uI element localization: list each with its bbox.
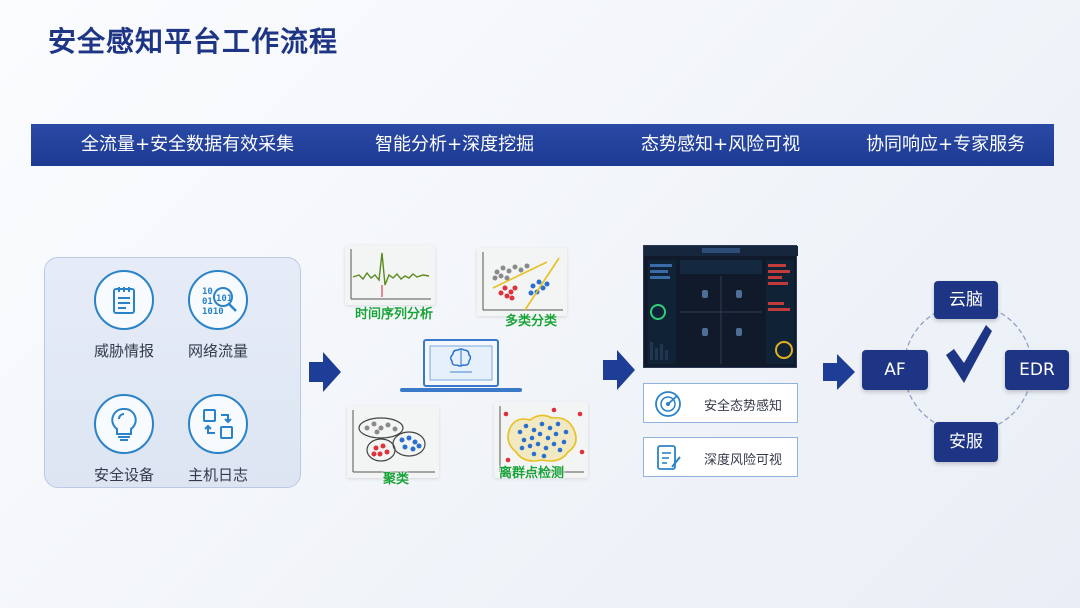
output-situation-awareness: 安全态势感知 [643, 383, 798, 423]
flow-arrow-3 [823, 354, 855, 390]
flow-arrow-1 [309, 352, 341, 392]
multiclass-thumbnail [477, 248, 567, 316]
source-threat-intel: 威胁情报 [69, 270, 179, 361]
flow-arrow-2 [603, 350, 635, 390]
outlier-chart [499, 406, 585, 473]
outlier-label: 离群点检测 [499, 466, 565, 481]
data-source-panel: 威胁情报 10 01 1010 101 网络流量 安全设备 [44, 257, 301, 488]
phase-collect: 全流量+安全数据有效采集 [81, 134, 295, 155]
time-series-label: 时间序列分析 [355, 307, 434, 322]
phase-bar: 全流量+安全数据有效采集 智能分析+深度挖掘 态势感知+风险可视 协同响应+专家… [31, 124, 1054, 166]
source-label: 安全设备 [93, 466, 154, 484]
source-host-log: 主机日志 [163, 394, 273, 485]
source-security-device: 安全设备 [69, 394, 179, 485]
svg-text:101: 101 [216, 294, 232, 304]
clustering-label: 聚类 [383, 472, 410, 487]
radar-icon [652, 389, 684, 423]
node-cloud-brain: 云脑 [934, 281, 998, 319]
security-device-icon [94, 394, 154, 454]
page-title: 安全感知平台工作流程 [48, 25, 339, 58]
time-series-chart [350, 249, 431, 300]
svg-text:1010: 1010 [202, 307, 224, 317]
phase-awareness: 态势感知+风险可视 [641, 134, 801, 155]
multiclass-chart [482, 252, 563, 311]
ai-brain-laptop-icon [400, 339, 522, 392]
svg-text:10: 10 [202, 287, 213, 297]
clustering-thumbnail [347, 406, 439, 478]
host-log-icon [188, 394, 248, 454]
situation-dashboard [643, 245, 798, 368]
node-edr: EDR [1005, 350, 1069, 390]
svg-text:01: 01 [202, 297, 213, 307]
output-label: 安全态势感知 [704, 399, 783, 414]
network-traffic-icon: 10 01 1010 101 [188, 270, 248, 330]
node-security-service: 安服 [934, 422, 998, 462]
checkmark-icon [946, 325, 992, 383]
source-label: 主机日志 [187, 466, 248, 484]
source-label: 网络流量 [187, 342, 248, 360]
phase-response: 协同响应+专家服务 [866, 134, 1026, 155]
multiclass-label: 多类分类 [505, 314, 558, 329]
output-risk-visualization: 深度风险可视 [643, 437, 798, 477]
node-af: AF [862, 350, 928, 390]
time-series-thumbnail [345, 245, 435, 305]
threat-intel-icon [94, 270, 154, 330]
edit-document-icon [652, 443, 684, 477]
dashboard-graphic [644, 246, 798, 364]
phase-analysis: 智能分析+深度挖掘 [375, 134, 535, 155]
clustering-chart [352, 410, 435, 473]
source-network-traffic: 10 01 1010 101 网络流量 [163, 270, 273, 361]
outlier-thumbnail [494, 402, 588, 478]
source-label: 威胁情报 [93, 342, 154, 360]
output-label: 深度风险可视 [704, 453, 783, 468]
